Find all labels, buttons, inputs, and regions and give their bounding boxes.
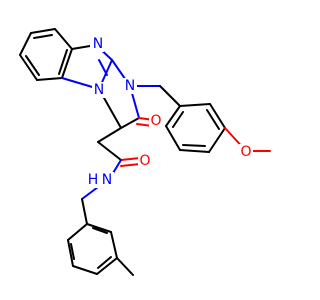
- bond: [98, 59, 108, 76]
- bond: [120, 163, 141, 167]
- bond: [96, 257, 118, 275]
- atom-label-bg: [100, 172, 114, 188]
- bond: [33, 34, 53, 39]
- n-benzyl-label: N: [125, 78, 135, 94]
- bond: [92, 227, 108, 234]
- structure-svg: N N N O O N H O: [19, 28, 271, 276]
- atom-label-bg: [123, 78, 137, 94]
- bond: [70, 243, 75, 260]
- atom-label-bg: [86, 172, 100, 188]
- bond: [165, 125, 181, 151]
- bond: [179, 103, 211, 107]
- atom-label-bg: [239, 144, 253, 160]
- atom-labels: N N N O O N H O: [86, 36, 253, 188]
- molecule-diagram: N N N O O N H O: [19, 28, 271, 276]
- bond: [36, 77, 63, 81]
- o-ring-carbonyl-label: O: [150, 113, 161, 129]
- bond: [165, 105, 181, 127]
- bond: [120, 157, 141, 161]
- n-fused-label: N: [94, 82, 104, 98]
- atom-label-bg: [92, 82, 106, 98]
- bond: [172, 111, 184, 128]
- atom-label-bg: [90, 36, 104, 52]
- bond: [61, 48, 73, 79]
- bond: [116, 257, 134, 276]
- bond: [179, 149, 210, 153]
- bond: [97, 256, 112, 269]
- bond: [97, 141, 122, 161]
- bond: [97, 127, 122, 143]
- o-amide-label: O: [139, 153, 150, 169]
- bond: [208, 127, 226, 153]
- bond: [206, 109, 220, 130]
- bond: [209, 103, 226, 129]
- bond: [54, 28, 73, 50]
- acetamide-chain: [81, 127, 141, 200]
- bond: [58, 49, 68, 75]
- benzo-ring: [19, 28, 73, 81]
- h-amide-label: H: [88, 172, 99, 188]
- atom-label-bg: [149, 113, 163, 129]
- bond: [67, 239, 74, 267]
- atom-label-bg: [138, 153, 152, 169]
- tolyl-ring: [67, 198, 134, 276]
- bond: [159, 85, 181, 107]
- n-imine-label: N: [93, 36, 103, 52]
- o-methoxy-label: O: [240, 144, 251, 160]
- bond: [30, 28, 56, 34]
- bond: [19, 54, 38, 81]
- bond: [72, 265, 98, 275]
- bond: [81, 198, 88, 225]
- bond: [25, 55, 40, 76]
- bond: [67, 223, 88, 241]
- bond: [19, 32, 32, 56]
- n-amide-label: N: [102, 172, 112, 188]
- bond: [120, 117, 140, 129]
- bond: [86, 223, 112, 233]
- bond: [110, 231, 118, 259]
- bond: [182, 144, 206, 147]
